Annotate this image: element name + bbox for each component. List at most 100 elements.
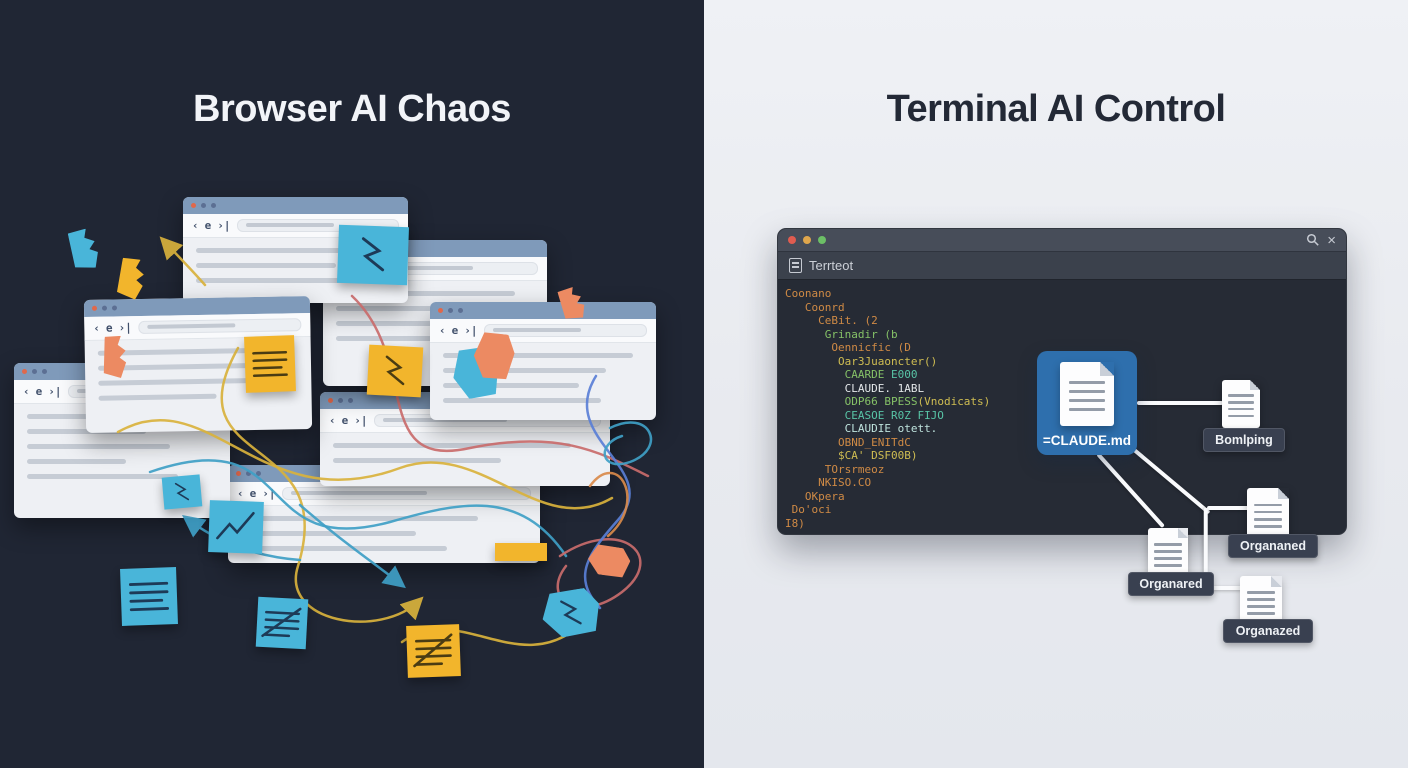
chart-scribble-icon <box>216 511 255 540</box>
page-line <box>1253 503 1283 507</box>
traffic-lights <box>788 236 826 244</box>
page-line <box>1228 394 1254 397</box>
page-line <box>1154 543 1182 546</box>
sticky-note <box>495 543 547 561</box>
crossed-scribble-icon <box>261 607 302 638</box>
code-line: CeBit. (2 <box>785 314 1346 328</box>
scribble-path <box>174 482 190 501</box>
traffic-light-yellow <box>803 236 811 244</box>
code-token: NKISO.CO <box>818 476 872 489</box>
nav-forward-icon: ›| <box>354 414 368 427</box>
code-line: CEASOE R0Z FIJO <box>785 409 1346 423</box>
crumple-paper <box>586 543 633 580</box>
code-line: NKISO.CO <box>785 476 1346 490</box>
nav-refresh-icon: e <box>204 219 212 232</box>
terminal-tab-label: Terrteot <box>809 258 854 273</box>
window-dot <box>348 398 353 403</box>
sticky-note <box>255 596 309 650</box>
terminal-tab-row: Terrteot <box>778 251 1346 280</box>
sticky-note <box>406 624 461 678</box>
page-line <box>1228 407 1254 411</box>
window-dot <box>111 305 118 311</box>
code-line: CAARDE E000 <box>785 368 1346 382</box>
page-fold <box>1271 576 1282 587</box>
scribble-path <box>252 350 288 378</box>
browser-titlebar <box>430 302 656 319</box>
page-line <box>1068 390 1106 393</box>
code-token: E000 <box>890 368 918 381</box>
code-line: Oennicfic (D <box>785 341 1346 355</box>
claude-md-tile: =CLAUDE.md <box>1037 351 1137 455</box>
code-token: CAARDE <box>844 368 891 381</box>
code-token: ODP66 BPESS <box>844 395 918 408</box>
doc-node <box>1247 488 1289 540</box>
page-line <box>1154 557 1182 560</box>
window-accent-dot <box>236 471 241 476</box>
browser-chaos-panel: Browser AI Chaos ‹e›|‹e›|‹e›|‹e›|‹e›|‹e›… <box>0 0 704 768</box>
doc-label: Organazed <box>1223 619 1313 643</box>
code-line: CLAUDE. 1ABL <box>785 382 1346 396</box>
code-token: Grinadir (b <box>824 327 898 341</box>
scribble-path <box>413 633 453 668</box>
nav-forward-icon: ›| <box>217 219 231 232</box>
page-line <box>1228 401 1254 404</box>
search-icon-handle <box>1314 241 1319 246</box>
code-token: OBND_ENITdC <box>837 435 911 449</box>
torn-paper <box>67 225 116 271</box>
address-bar <box>137 318 302 335</box>
page-fold <box>1278 488 1289 499</box>
lines-scribble-icon <box>252 350 288 378</box>
code-token: $CA' DSF00B) <box>837 449 918 462</box>
scribble-path <box>261 607 302 638</box>
zigzag-scribble-icon <box>361 237 385 272</box>
window-dot <box>42 369 47 374</box>
code-line: OKpera <box>785 490 1346 504</box>
connector-line <box>1137 401 1223 405</box>
content-line <box>241 546 447 551</box>
nav-refresh-icon: e <box>249 487 257 500</box>
crumple-paper <box>539 586 603 640</box>
browser-window: ‹e›| <box>183 197 408 303</box>
file-icon <box>789 258 802 273</box>
page-line <box>1246 591 1276 594</box>
page-line <box>1068 381 1106 384</box>
zigzag-scribble-icon <box>174 482 190 501</box>
page-line <box>1068 399 1106 402</box>
nav-refresh-icon: e <box>451 324 459 337</box>
nav-forward-icon: ›| <box>48 385 62 398</box>
content-line <box>98 393 217 401</box>
content-line <box>196 278 363 283</box>
content-line <box>27 429 146 434</box>
code-line: I8) <box>785 517 1346 531</box>
content-line <box>27 474 179 479</box>
scribble-path <box>128 581 170 612</box>
doc-node <box>1240 576 1282 626</box>
window-dot <box>211 203 216 208</box>
crossed-scribble-icon <box>413 633 453 668</box>
content-line <box>443 398 602 403</box>
window-dot <box>458 308 463 313</box>
torn-paper <box>114 256 164 305</box>
nav-back-icon: ‹ <box>237 487 244 500</box>
code-token: I8) <box>785 516 805 530</box>
tangle-path <box>603 421 653 466</box>
page-line <box>1246 605 1276 608</box>
search-icon <box>1307 233 1319 246</box>
content-line <box>98 377 271 386</box>
code-line: OBND_ENITdC <box>785 436 1346 450</box>
content-line <box>333 458 502 463</box>
content-line <box>241 531 416 536</box>
nav-refresh-icon: e <box>105 321 113 335</box>
code-token: Do'oci <box>791 503 832 516</box>
nav-back-icon: ‹ <box>439 324 446 337</box>
page-fold <box>1178 528 1188 538</box>
claude-md-doc-icon <box>1060 362 1114 426</box>
window-dot <box>246 471 251 476</box>
content-line <box>196 263 336 268</box>
code-token: CEASOE R0Z FIJO <box>844 408 944 422</box>
page-line <box>1253 525 1283 528</box>
doc-node <box>1222 380 1260 428</box>
nav-refresh-icon: e <box>341 414 349 427</box>
connector-line <box>1207 506 1249 510</box>
